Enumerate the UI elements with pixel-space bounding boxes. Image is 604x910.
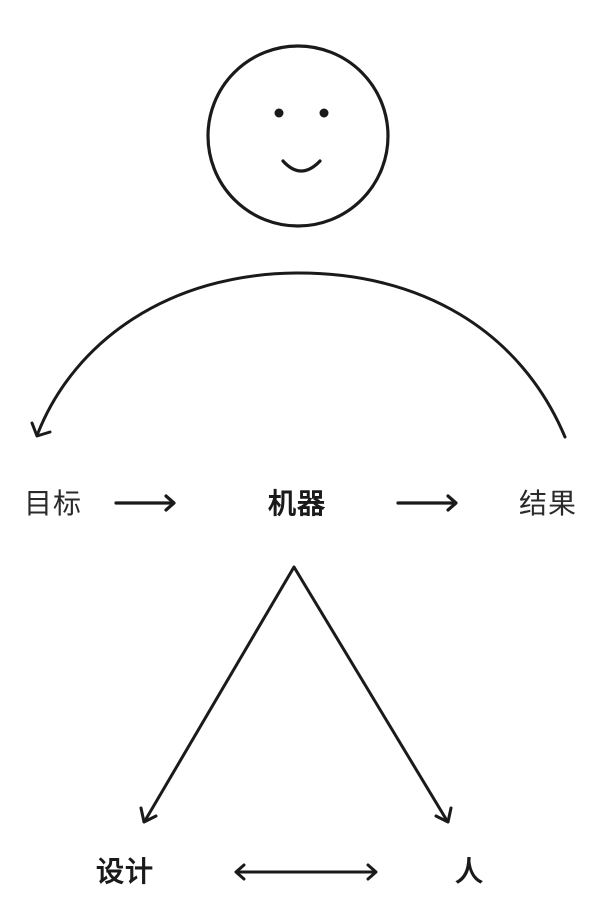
arrowhead-right-icon: [446, 494, 458, 512]
arrowhead-down-right-icon: [434, 806, 453, 824]
design-label: 设计: [96, 855, 155, 888]
face-outline: [206, 44, 390, 228]
arc-arrowhead-icon: [30, 421, 52, 438]
machine-branch-arrows: [139, 565, 453, 824]
person-label: 人: [455, 855, 485, 888]
design-person-double-arrow: [234, 863, 378, 881]
right-eye: [319, 108, 329, 118]
arrowhead-right-icon: [164, 494, 176, 512]
result-label: 结果: [519, 487, 578, 520]
machine-to-result-arrow: [396, 494, 458, 512]
feedback-arc-arrow: [30, 271, 567, 439]
smile: [281, 159, 322, 173]
goal-label: 目标: [24, 487, 83, 520]
arrowhead-left-icon: [234, 863, 246, 881]
arrowhead-down-left-icon: [139, 806, 158, 824]
smiley-face-icon: [206, 44, 390, 228]
goal-to-machine-arrow: [114, 494, 176, 512]
arrowhead-right-icon: [366, 863, 378, 881]
left-eye: [274, 108, 284, 118]
machine-label: 机器: [268, 487, 327, 520]
